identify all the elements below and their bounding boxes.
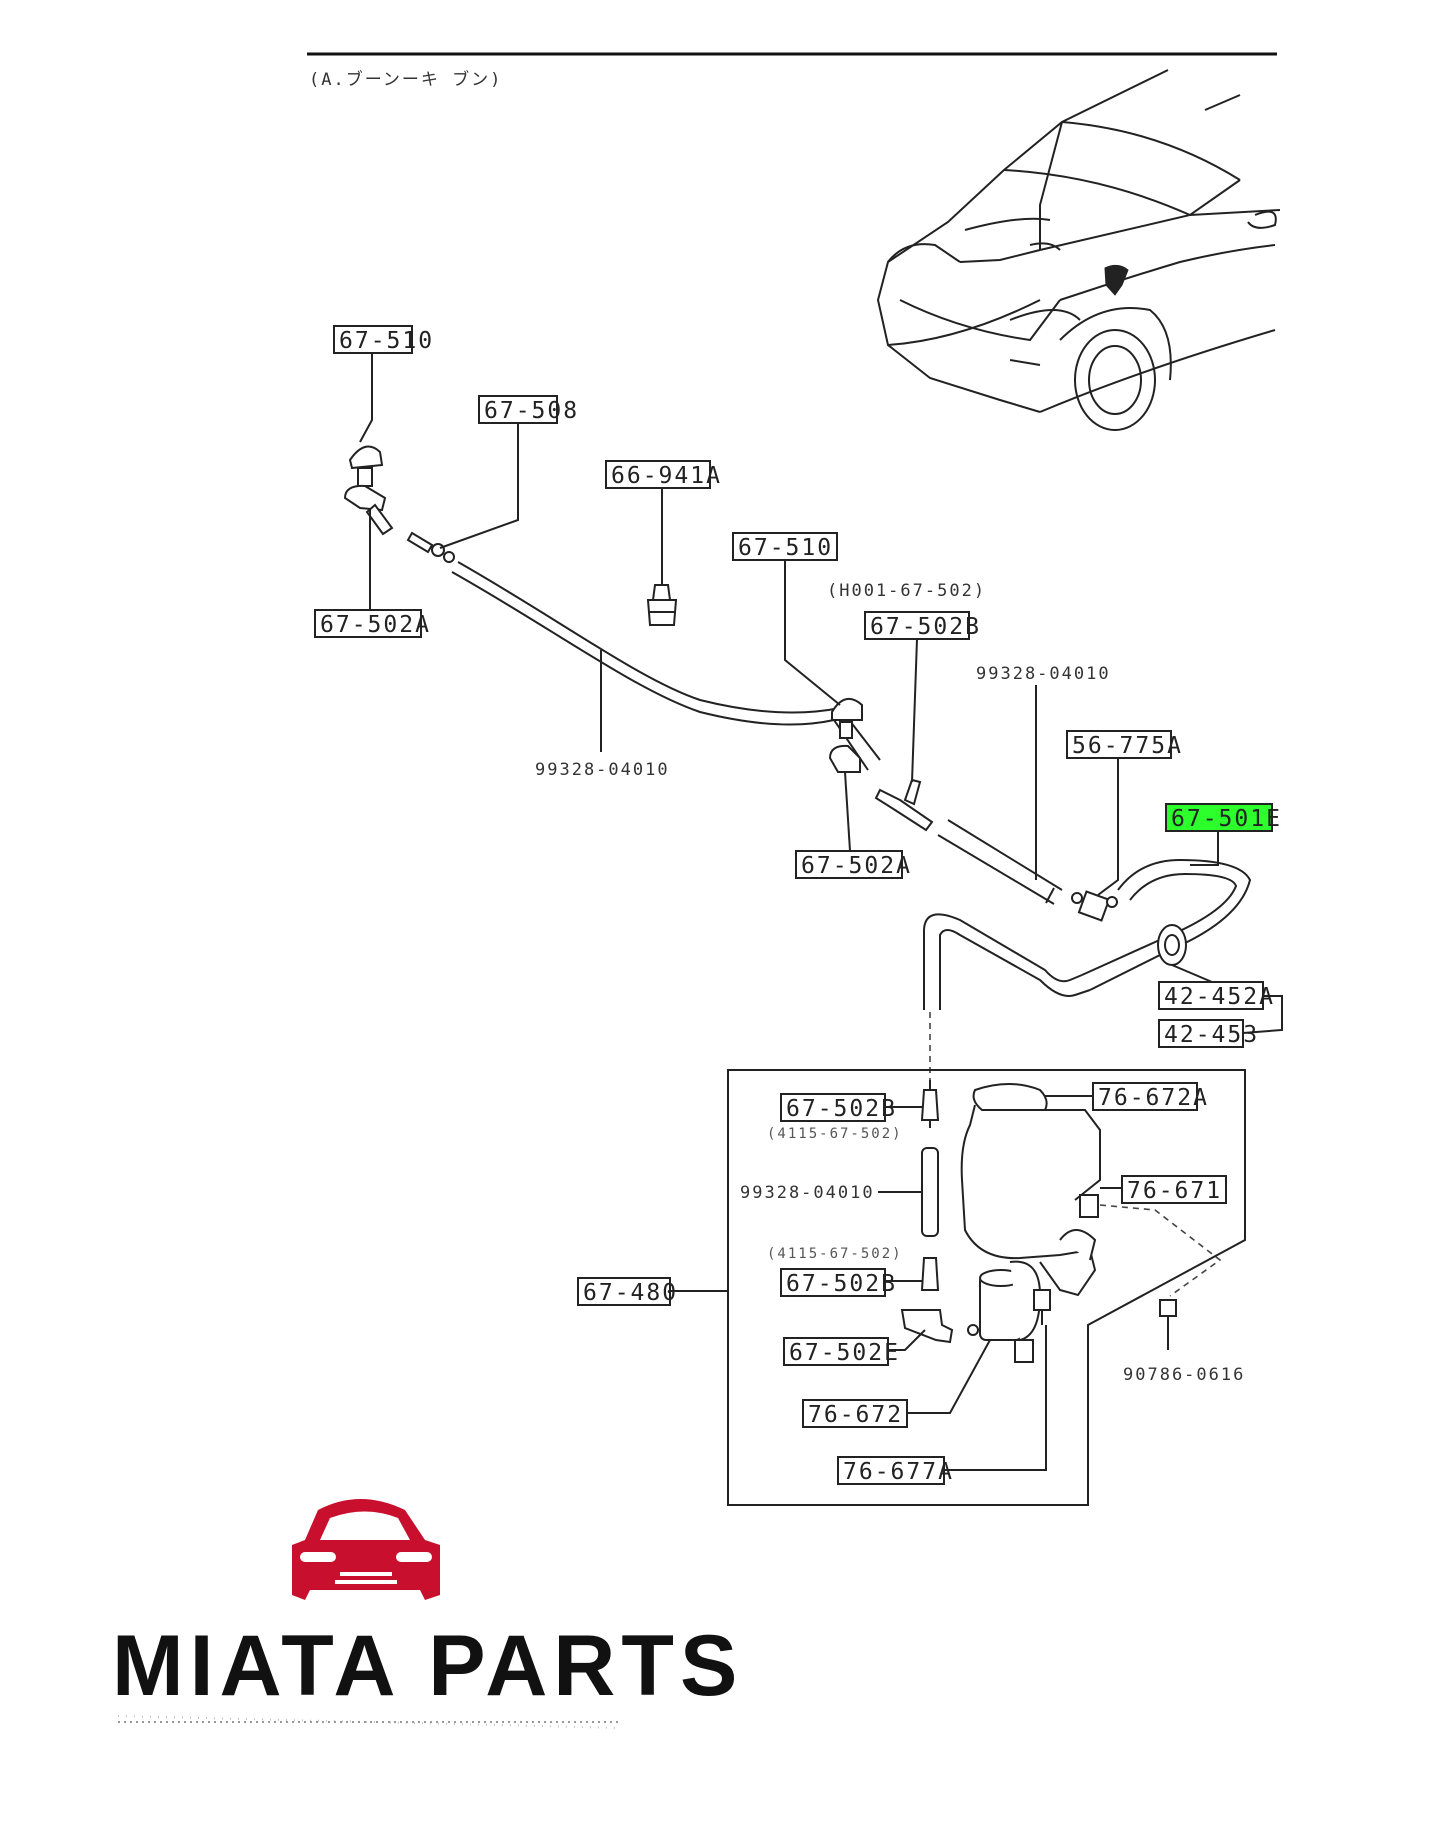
tee-67-502b-lower [920,1257,940,1291]
label-56-775a: 56-775A [1072,733,1183,759]
tank-assembly-outline [727,1069,1246,1506]
elbow-67-502e [900,1309,979,1344]
grommet-76-677a [1033,1289,1051,1325]
car-illustration [876,69,1281,431]
section-label: (A.ブーンーキ ブン) [309,69,502,90]
label-67-502a-center: 67-502A [801,853,912,879]
label-99328-04010-center: 99328-04010 [535,760,670,780]
label-76-671: 76-671 [1127,1178,1222,1204]
label-67-480: 67-480 [583,1280,678,1306]
label-h001-ref: (H001-67-502) [827,581,986,601]
tee-67-502b-upper [920,1080,940,1128]
label-99328-04010-tank: 99328-04010 [740,1183,875,1203]
label-76-672: 76-672 [808,1402,903,1428]
label-42-452a: 42-452A [1164,984,1275,1010]
label-42-453: 42-453 [1164,1022,1259,1048]
washer-location-mark [1104,264,1129,296]
brand-underline [117,1715,623,1729]
nozzle-center [828,697,863,773]
tank-76-671 [960,1083,1101,1297]
label-67-508: 67-508 [484,398,579,424]
label-67-502b-tank-lower: 67-502B [786,1271,897,1297]
grommet-42-452a [1157,924,1187,966]
hose-99328-lower [921,1147,939,1237]
label-67-510-left: 67-510 [339,328,434,354]
label-90786-0616: 90786-0616 [1123,1365,1245,1385]
hose-67-501e [1089,858,1252,991]
tee-67-502b [874,778,934,832]
label-4115-ref-upper: (4115-67-502) [767,1126,903,1142]
label-76-672a: 76-672A [1098,1085,1209,1111]
hose-main [457,561,881,761]
brand-name: MIATA PARTS [112,1618,743,1714]
brand-logo-car-icon [292,1499,440,1600]
valve-56-775a [1071,890,1118,922]
grommet-66-941a [646,584,678,626]
joint-left [406,531,455,563]
label-66-941a: 66-941A [611,463,722,489]
nozzle-left [343,445,394,536]
label-67-510-center: 67-510 [738,535,833,561]
label-4115-ref-lower: (4115-67-502) [767,1246,903,1262]
label-67-502e: 67-502E [789,1340,900,1366]
bolt-90786 [1159,1299,1177,1350]
label-67-502b-tank-upper: 67-502B [786,1096,897,1122]
label-67-502b-upper: 67-502B [870,614,981,640]
pump-76-672 [979,1260,1042,1363]
label-76-677a: 76-677A [843,1459,954,1485]
label-67-501e: 67-501E [1171,806,1282,832]
label-99328-04010-right: 99328-04010 [976,664,1111,684]
label-67-502a-left: 67-502A [320,612,431,638]
